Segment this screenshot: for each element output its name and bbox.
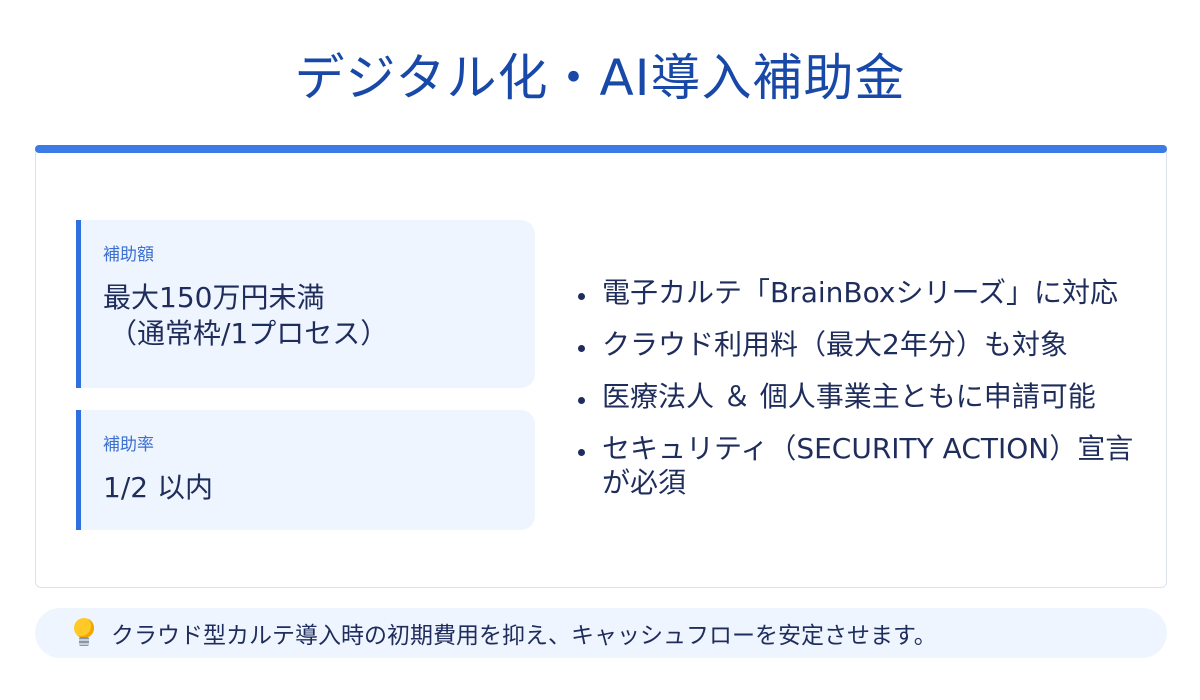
bullet-icon (578, 293, 585, 300)
subsidy-amount-value: 最大150万円未満 (103, 281, 325, 314)
bullet-icon (578, 397, 585, 404)
subsidy-rate-box: 補助率 1/2 以内 (76, 410, 535, 530)
bullet-icon (578, 345, 585, 352)
feature-item-text: クラウド利用料（最大2年分）も対象 (602, 328, 1068, 361)
subsidy-amount-box: 補助額 最大150万円未満 （通常枠/1プロセス） (76, 220, 535, 388)
feature-item: 電子カルテ「BrainBoxシリーズ」に対応 (576, 276, 1156, 310)
feature-item: セキュリティ（SECURITY ACTION）宣言が必須 (576, 432, 1156, 500)
subsidy-rate-value: 1/2 以内 (103, 471, 213, 504)
bullet-icon (578, 449, 585, 456)
feature-item-text: セキュリティ（SECURITY ACTION）宣言が必須 (602, 432, 1134, 499)
footer-note: クラウド型カルテ導入時の初期費用を抑え、キャッシュフローを安定させます。 (35, 608, 1167, 658)
footer-note-text: クラウド型カルテ導入時の初期費用を抑え、キャッシュフローを安定させます。 (111, 623, 937, 649)
lightbulb-icon (73, 618, 95, 648)
feature-item: 医療法人 ＆ 個人事業主ともに申請可能 (576, 380, 1156, 414)
page-title: デジタル化・AI導入補助金 (294, 49, 906, 107)
feature-item: クラウド利用料（最大2年分）も対象 (576, 328, 1156, 362)
feature-item-text: 医療法人 ＆ 個人事業主ともに申請可能 (602, 380, 1096, 413)
subsidy-rate-label: 補助率 (103, 435, 154, 455)
feature-item-text: 電子カルテ「BrainBoxシリーズ」に対応 (602, 276, 1119, 309)
feature-list: 電子カルテ「BrainBoxシリーズ」に対応 クラウド利用料（最大2年分）も対象… (576, 276, 1156, 518)
subsidy-amount-note: （通常枠/1プロセス） (109, 317, 389, 350)
subsidy-amount-label: 補助額 (103, 245, 154, 265)
card-accent-bar (35, 145, 1167, 153)
